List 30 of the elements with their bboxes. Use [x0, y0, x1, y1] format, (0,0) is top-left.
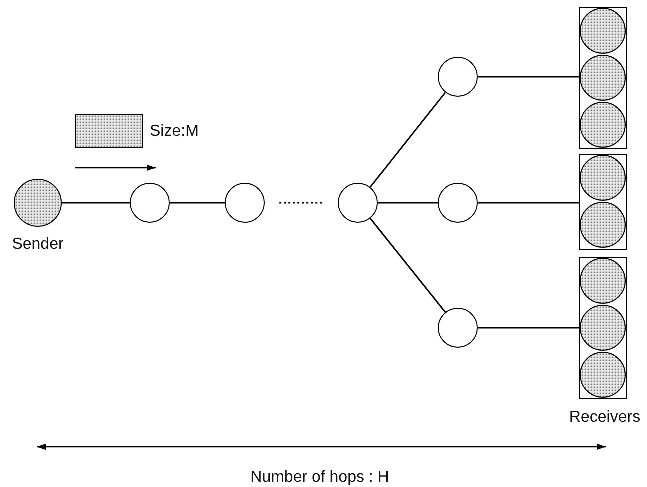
receiver-group-box — [579, 257, 627, 399]
connector-line — [478, 202, 579, 204]
node-circle — [580, 305, 626, 351]
axis-label: Number of hops : H — [250, 469, 390, 487]
receiver-group-box — [579, 154, 627, 250]
node-circle — [438, 183, 478, 223]
node-circle — [338, 183, 378, 223]
connector-line — [62, 202, 130, 204]
node-circle — [580, 352, 626, 398]
receiver-group-box — [579, 7, 627, 149]
node-label: Sender — [12, 236, 64, 254]
node-circle — [580, 202, 626, 248]
node-circle — [580, 102, 626, 148]
connector-line — [170, 202, 225, 204]
dotted-line — [280, 202, 324, 204]
node-circle — [580, 55, 626, 101]
node-circle — [130, 183, 170, 223]
group-label: Receivers — [569, 409, 641, 427]
connector-line — [370, 218, 446, 313]
node-circle — [580, 258, 626, 304]
node-circle — [438, 57, 478, 97]
connector-line — [478, 327, 579, 329]
connector-line — [478, 76, 579, 78]
node-circle — [580, 155, 626, 201]
node-circle — [225, 183, 265, 223]
node-circle — [580, 8, 626, 54]
size-label: Size:M — [150, 123, 199, 141]
connector-line — [370, 92, 446, 188]
node-circle — [438, 308, 478, 348]
connector-line — [378, 202, 438, 204]
